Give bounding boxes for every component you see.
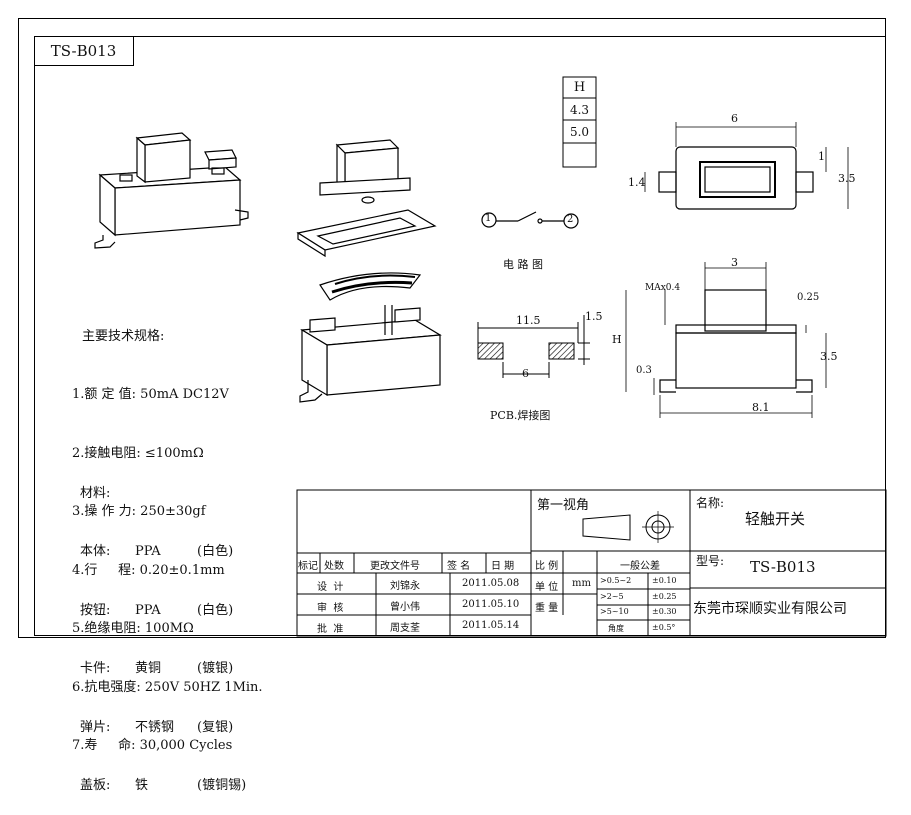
- person-name: 周支荃: [390, 623, 420, 634]
- unit-value: mm: [572, 578, 591, 589]
- rev-header: 日 期: [491, 561, 515, 572]
- tolerance-value: ±0.10: [652, 576, 677, 585]
- spec-item: 3.操 作 力: 250±30gf: [72, 504, 206, 519]
- height-table-header: H: [573, 80, 586, 95]
- pcb-dim-pad: 1.5: [585, 310, 603, 323]
- unit-label: 单 位: [535, 582, 559, 593]
- tolerance-range: 角度: [608, 624, 624, 633]
- pcb-caption: PCB.焊接图: [490, 409, 551, 422]
- circuit-diagram: [481, 211, 579, 229]
- type-label: 型号:: [696, 554, 725, 568]
- side-dim-35: 3.5: [820, 350, 838, 363]
- side-dim-03: 0.3: [636, 365, 652, 376]
- side-view: [625, 262, 827, 418]
- type-value: TS-B013: [750, 558, 816, 576]
- materials-heading: 材料:: [80, 486, 111, 501]
- projection-label: 第一视角: [537, 498, 590, 513]
- tolerance-title: 一般公差: [620, 561, 660, 572]
- scale-label: 比 例: [535, 561, 559, 572]
- spec-item: 5.绝缘电阻: 100MΩ: [72, 621, 194, 636]
- circuit-node-2: 2: [567, 214, 574, 225]
- side-dim-max: MAx0.4: [645, 283, 681, 293]
- height-value: 5.0: [569, 125, 590, 139]
- technical-drawing: [94, 76, 887, 637]
- sign-date: 2011.05.14: [462, 620, 520, 631]
- material-row: 按钮:PPA(白色): [80, 602, 234, 618]
- spec-item: 4.行 程: 0.20±0.1mm: [72, 562, 225, 578]
- side-dim-top: 3: [731, 256, 738, 269]
- top-dim-left: 1.4: [628, 176, 646, 189]
- circuit-caption: 电 路 图: [503, 258, 543, 271]
- tolerance-range: >2~5: [600, 592, 624, 601]
- name-value: 轻触开关: [745, 510, 806, 528]
- tolerance-value: ±0.5°: [652, 623, 676, 632]
- spec-heading: 主要技术规格:: [82, 329, 165, 344]
- pcb-dim-inner: 6: [522, 367, 529, 380]
- title-block: [296, 489, 887, 637]
- material-row: 盖板:铁(镀铜锡): [80, 778, 247, 793]
- spec-item: 1.额 定 值: 50mA DC12V: [72, 387, 229, 402]
- exploded-view: [296, 139, 442, 403]
- pcb-dim-total: 11.5: [516, 314, 541, 327]
- material-row: 卡件:黄铜(镀银): [80, 661, 234, 676]
- pcb-footprint: [477, 315, 590, 378]
- sign-date: 2011.05.10: [462, 599, 520, 610]
- person-name: 刘锦永: [390, 581, 420, 592]
- top-dim-width: 6: [731, 112, 738, 125]
- side-dim-bottom: 8.1: [752, 401, 770, 414]
- side-dim-h: H: [612, 333, 622, 346]
- role-label: 设 计: [317, 582, 344, 593]
- tolerance-range: >0.5~2: [600, 576, 632, 585]
- tolerance-range: >5~10: [600, 607, 629, 616]
- role-label: 审 核: [317, 603, 344, 614]
- top-dim-h2: 3.5: [838, 172, 856, 185]
- person-name: 曾小伟: [390, 602, 420, 613]
- top-view: [644, 122, 849, 210]
- rev-header: 签 名: [447, 561, 471, 572]
- top-dim-h1: 1: [818, 150, 825, 163]
- rev-header: 处数: [324, 561, 344, 572]
- height-value: 4.3: [569, 103, 590, 117]
- sign-date: 2011.05.08: [462, 578, 520, 589]
- company-name: 东莞市琛顺实业有限公司: [693, 601, 847, 617]
- iso-assembled-switch: [94, 132, 249, 249]
- tolerance-value: ±0.25: [652, 592, 677, 601]
- rev-header: 更改文件号: [370, 561, 420, 572]
- weight-label: 重 量: [535, 603, 559, 614]
- circuit-node-1: 1: [485, 213, 492, 224]
- height-table: [562, 76, 597, 168]
- side-dim-025: 0.25: [797, 292, 820, 303]
- model-label: TS-B013: [34, 36, 134, 66]
- name-label: 名称:: [696, 496, 725, 510]
- spec-item: 2.接触电阻: ≤100mΩ: [72, 445, 204, 461]
- material-row: 弹片:不锈钢(复银): [80, 719, 234, 735]
- role-label: 批 准: [317, 624, 344, 635]
- material-row: 本体:PPA(白色): [80, 544, 234, 559]
- tolerance-value: ±0.30: [652, 607, 677, 616]
- rev-header: 标记: [298, 561, 318, 572]
